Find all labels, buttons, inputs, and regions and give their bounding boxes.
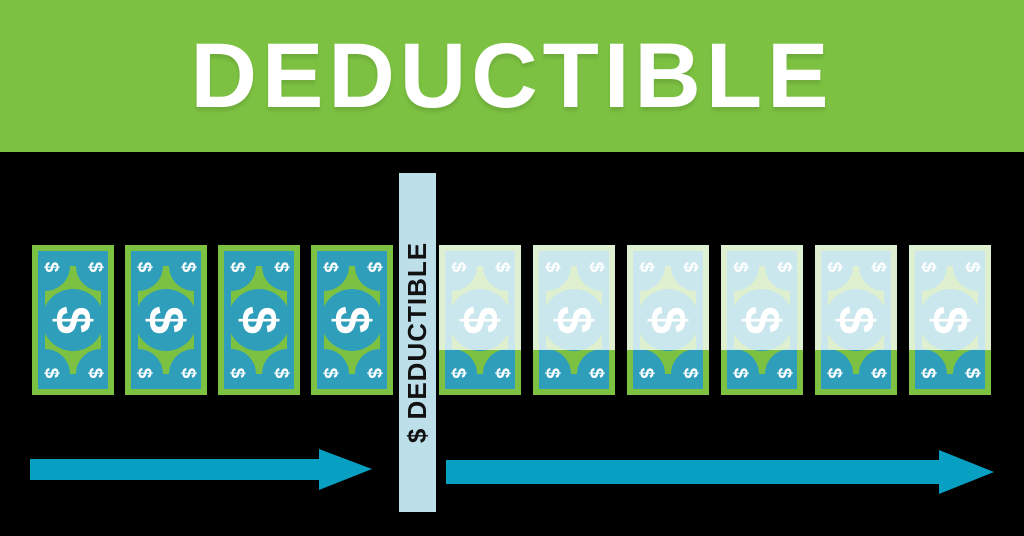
svg-text:$: $ [730, 368, 751, 379]
dollar-bill-faded-icon: $ $$$$ [815, 245, 897, 395]
svg-text:$: $ [680, 368, 701, 379]
svg-text:$: $ [774, 368, 795, 379]
svg-text:$: $ [134, 368, 155, 379]
svg-text:$: $ [586, 368, 607, 379]
svg-text:$: $ [134, 262, 155, 273]
svg-text:$: $ [542, 368, 563, 379]
svg-text:$: $ [448, 368, 469, 379]
deductible-divider-label: $ DEDUCTIBLE [402, 241, 432, 444]
right-arrow-icon [30, 449, 372, 490]
svg-text:$: $ [320, 262, 341, 273]
svg-text:$: $ [41, 262, 62, 273]
svg-text:$: $ [918, 368, 939, 379]
svg-text:$: $ [227, 368, 248, 379]
svg-text:$: $ [41, 368, 62, 379]
svg-text:$: $ [227, 262, 248, 273]
svg-text:$: $ [320, 368, 341, 379]
right-arrow-icon [446, 450, 994, 494]
svg-text:$: $ [636, 368, 657, 379]
svg-text:$: $ [868, 368, 889, 379]
dollar-bill-faded-icon: $ $$$$ [627, 245, 709, 395]
svg-text:$: $ [492, 368, 513, 379]
dollar-bill-faded-icon: $ $$$$ [533, 245, 615, 395]
svg-text:$: $ [85, 368, 106, 379]
dollar-bill-faded-icon: $ $$$$ [439, 245, 521, 395]
svg-text:$: $ [962, 368, 983, 379]
svg-text:$: $ [271, 368, 292, 379]
dollar-bill-icon: $ $ $ $ $ [311, 245, 393, 395]
deductible-divider: $ DEDUCTIBLE [399, 173, 436, 512]
svg-text:$: $ [364, 368, 385, 379]
svg-text:$: $ [824, 368, 845, 379]
page-title: DEDUCTIBLE [190, 25, 834, 127]
svg-text:$: $ [324, 306, 380, 334]
svg-text:$: $ [364, 262, 385, 273]
dollar-bill-icon: $ $ $ $ $ [125, 245, 207, 395]
svg-text:$: $ [85, 262, 106, 273]
dollar-bill-icon: $ $ $ $ $ [32, 245, 114, 395]
svg-text:$: $ [138, 306, 194, 334]
dollar-bill-icon: $ $ $ $ $ [218, 245, 300, 395]
svg-text:$: $ [231, 306, 287, 334]
svg-text:$: $ [271, 262, 292, 273]
dollar-bill-faded-icon: $ $$$$ [721, 245, 803, 395]
svg-text:$: $ [178, 368, 199, 379]
dollar-bill-faded-icon: $ $$$$ [909, 245, 991, 395]
svg-text:$: $ [45, 306, 101, 334]
title-banner: DEDUCTIBLE [0, 0, 1024, 152]
svg-text:$: $ [178, 262, 199, 273]
